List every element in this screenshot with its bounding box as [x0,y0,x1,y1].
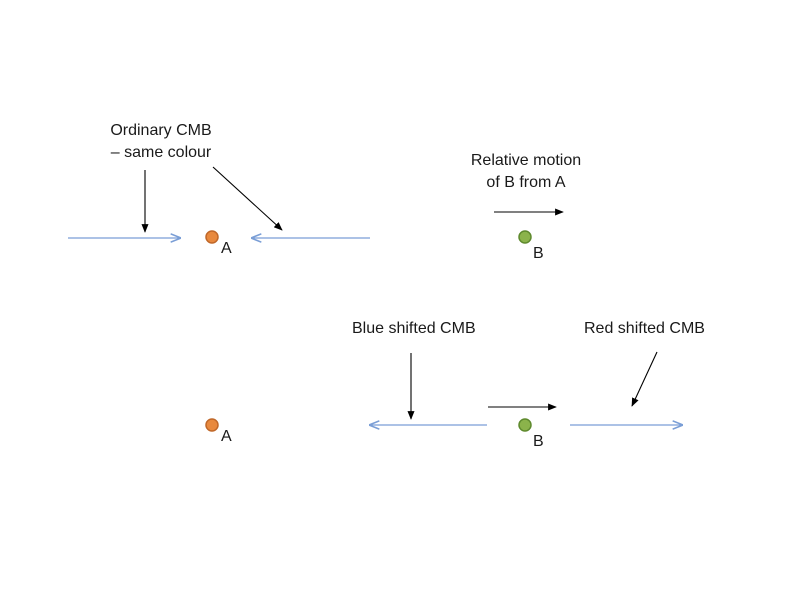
ordinary-cmb-line2: – same colour [110,144,212,161]
point-a-bottom-label: A [221,428,232,445]
point-b-top-label: B [533,245,544,262]
pointer-red-shifted [631,351,658,407]
point-a-bottom-marker [205,418,219,432]
relative-motion-line2: of B from A [486,174,566,191]
pointer-ordinary-right [212,166,283,231]
ordinary-cmb-label: Ordinary CMB – same colour [96,120,226,164]
point-b-bottom-label: B [533,433,544,450]
point-b-bottom-marker [518,418,532,432]
relative-motion-label: Relative motion of B from A [460,150,592,194]
point-b-top-marker [518,230,532,244]
point-a-top-marker [205,230,219,244]
blue-shifted-label: Blue shifted CMB [352,320,476,337]
relative-motion-line1: Relative motion [470,152,582,169]
ordinary-cmb-line1: Ordinary CMB [110,122,212,139]
point-a-top-label: A [221,240,232,257]
red-shifted-label: Red shifted CMB [584,320,705,337]
